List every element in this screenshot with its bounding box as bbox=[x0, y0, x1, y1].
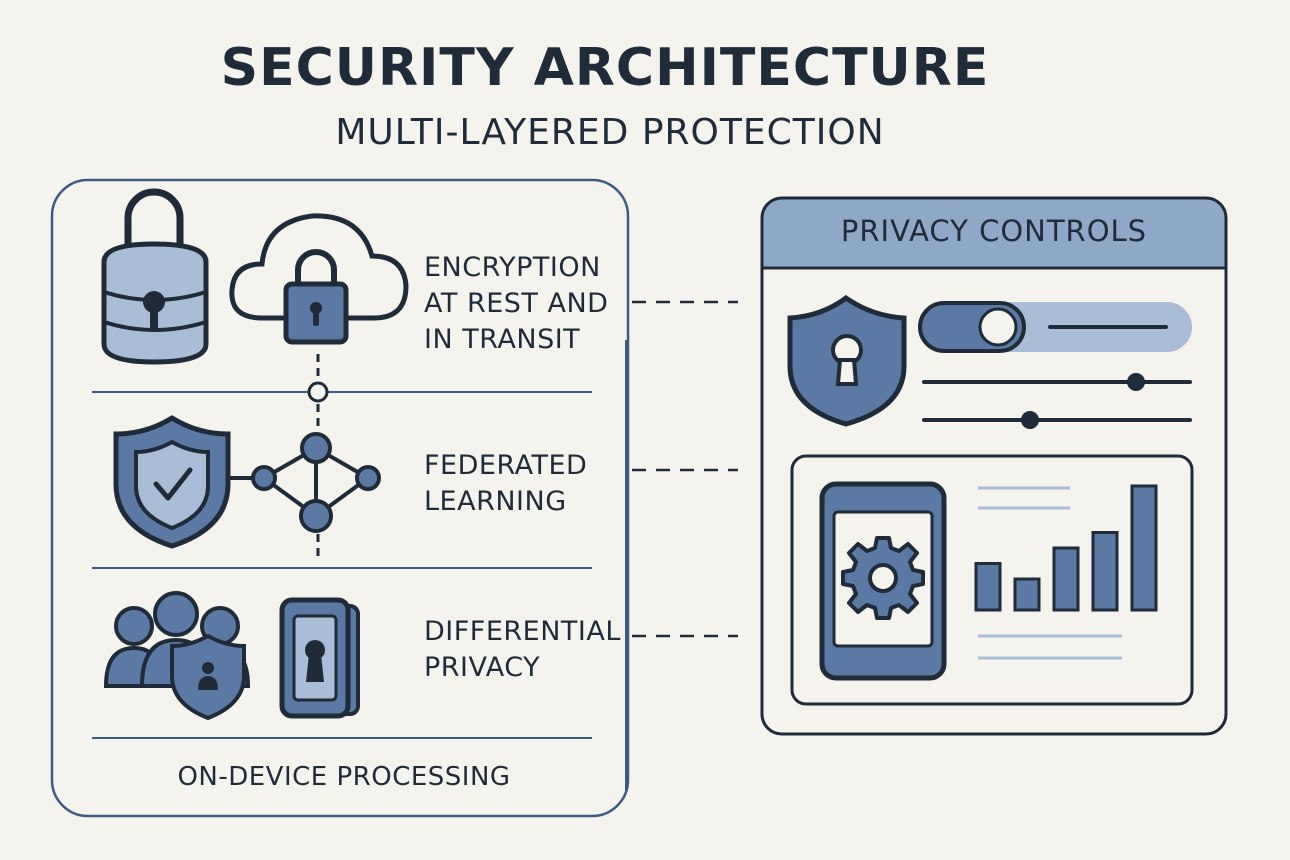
layer-federated-line1: FEDERATED bbox=[424, 450, 588, 481]
chart-bar bbox=[1052, 546, 1080, 612]
layer-encryption-line2: AT REST AND bbox=[424, 288, 609, 319]
layer-federated-label: FEDERATED LEARNING bbox=[424, 448, 587, 520]
network-nodes-icon bbox=[228, 432, 381, 533]
privacy-controls-title: PRIVACY CONTROLS bbox=[840, 214, 1148, 248]
bar-chart-icon bbox=[974, 484, 1158, 612]
layer-encryption-line3: IN TRANSIT bbox=[424, 324, 581, 355]
chart-bar bbox=[1130, 484, 1158, 612]
layer-federated-line2: LEARNING bbox=[424, 486, 567, 517]
device-dashboard-card bbox=[790, 454, 1194, 706]
left-frame bbox=[50, 178, 630, 818]
chart-bar bbox=[1013, 577, 1041, 612]
layer-differential-line1: DIFFERENTIAL bbox=[424, 616, 621, 647]
phone-gear-icon bbox=[819, 481, 947, 681]
link-node bbox=[307, 381, 329, 403]
chart-bar bbox=[1091, 531, 1119, 612]
page-title: SECURITY ARCHITECTURE bbox=[220, 38, 990, 98]
phone-lock-icon bbox=[279, 597, 360, 719]
page-subtitle: MULTI-LAYERED PROTECTION bbox=[335, 112, 885, 153]
layer-differential-label: DIFFERENTIAL PRIVACY bbox=[424, 614, 621, 686]
on-device-processing-label: ON-DEVICE PROCESSING bbox=[177, 762, 511, 792]
chart-bar bbox=[974, 562, 1002, 612]
privacy-toggle[interactable] bbox=[918, 301, 1026, 353]
database-lock-icon bbox=[101, 188, 209, 365]
shield-keyhole-icon bbox=[787, 294, 907, 427]
layer-encryption-line1: ENCRYPTION bbox=[424, 252, 601, 283]
privacy-slider-2[interactable] bbox=[922, 411, 1192, 429]
users-shield-icon bbox=[103, 591, 251, 721]
layer-encryption-label: ENCRYPTION AT REST AND IN TRANSIT bbox=[424, 250, 608, 358]
shield-check-icon bbox=[113, 415, 231, 549]
privacy-controls-panel bbox=[760, 196, 1228, 736]
cloud-lock-icon bbox=[229, 213, 409, 345]
privacy-slider-1[interactable] bbox=[922, 373, 1192, 391]
layer-differential-line2: PRIVACY bbox=[424, 652, 541, 683]
dashboard-text-lines bbox=[978, 486, 1122, 660]
